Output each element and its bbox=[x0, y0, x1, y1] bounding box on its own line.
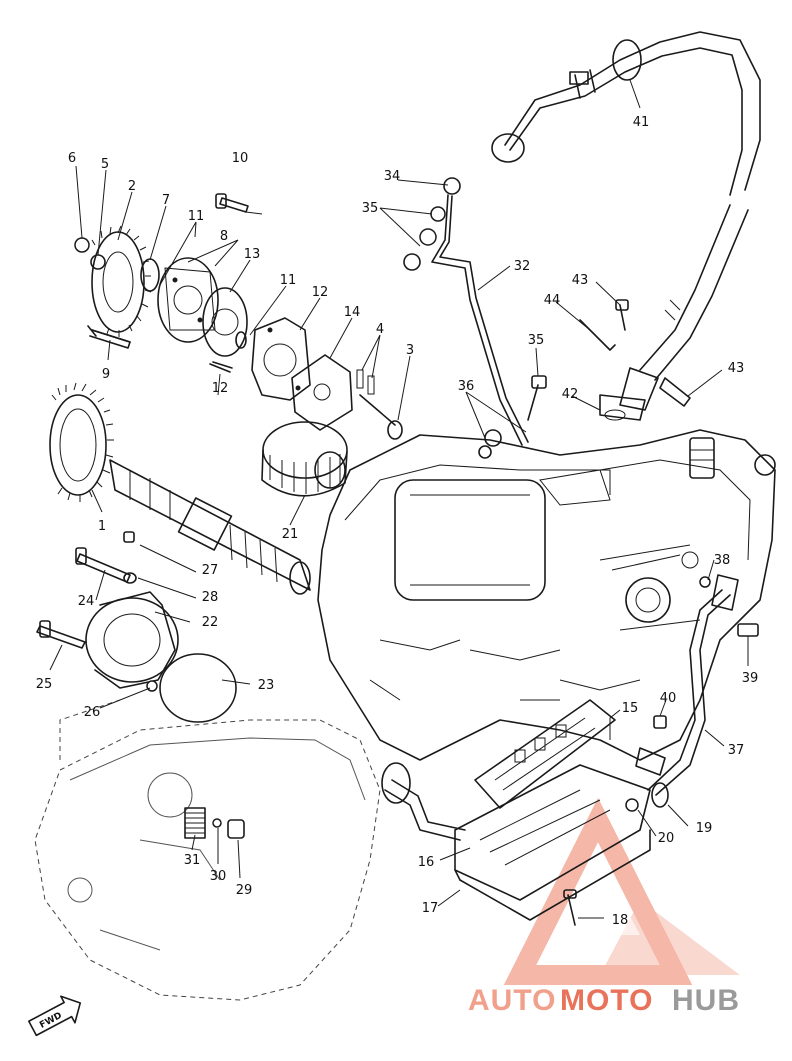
callout-11-left: 11 bbox=[188, 209, 205, 224]
callout-24: 23 bbox=[258, 678, 275, 693]
callout-31: 30 bbox=[210, 869, 227, 884]
oil-cooler-plate bbox=[381, 699, 669, 926]
callout-39: 40 bbox=[660, 691, 677, 706]
callout-9: 9 bbox=[102, 367, 110, 382]
watermark-text-auto: AUTO bbox=[468, 984, 556, 1017]
callout-10: 10 bbox=[232, 151, 249, 166]
watermark-triangle-icon bbox=[503, 797, 740, 985]
oil-filter-assembly bbox=[261, 354, 403, 497]
oil-pump-assembly bbox=[140, 257, 311, 401]
callout-8: 8 bbox=[220, 229, 228, 244]
callout-16: 15 bbox=[622, 701, 639, 716]
callout-41: 42 bbox=[562, 387, 579, 402]
callout-28: 27 bbox=[202, 563, 219, 578]
callout-18: 17 bbox=[422, 901, 439, 916]
callout-25: 24 bbox=[78, 594, 95, 609]
forward-direction-icon: FWD bbox=[28, 995, 82, 1037]
oil-delivery-pipe bbox=[403, 177, 547, 459]
callout-26: 25 bbox=[36, 677, 53, 692]
callout-42: 43 bbox=[572, 273, 589, 288]
callout-2: 2 bbox=[128, 179, 136, 194]
callout-35-top: 35 bbox=[362, 201, 379, 216]
callout-34-mid: 35 bbox=[528, 333, 545, 348]
callout-1: 1 bbox=[98, 519, 106, 534]
callout-5: 5 bbox=[101, 157, 109, 172]
callout-33: 32 bbox=[514, 259, 531, 274]
callout-3: 3 bbox=[406, 343, 414, 358]
callout-37: 38 bbox=[714, 553, 731, 568]
callout-34-top: 34 bbox=[384, 169, 401, 184]
callout-36: 37 bbox=[728, 743, 745, 758]
callout-38: 39 bbox=[742, 671, 759, 686]
pump-drive-gear bbox=[74, 225, 152, 337]
callout-labels: 6 5 2 7 10 11 8 13 11 12 14 4 3 9 12 1 2… bbox=[36, 115, 759, 928]
callout-20: 19 bbox=[696, 821, 713, 836]
callout-43: 43 bbox=[728, 361, 745, 376]
watermark-logo: AUTO MOTO HUB bbox=[468, 984, 740, 1017]
callout-22: 21 bbox=[282, 527, 299, 542]
callout-14: 13 bbox=[244, 247, 261, 262]
callout-7: 7 bbox=[162, 193, 170, 208]
callout-32: 31 bbox=[184, 853, 201, 868]
callout-44: 44 bbox=[544, 293, 561, 308]
breather-hose bbox=[491, 31, 761, 421]
watermark-text-moto: MOTO bbox=[560, 984, 653, 1017]
callout-13: 12 bbox=[212, 381, 229, 396]
leader-lines bbox=[49, 79, 749, 919]
crankcase-cover-outline bbox=[34, 699, 381, 1001]
callout-30: 29 bbox=[236, 883, 253, 898]
callout-23: 22 bbox=[202, 615, 219, 630]
callout-21: 20 bbox=[658, 831, 675, 846]
callout-29: 28 bbox=[202, 590, 219, 605]
relief-valve bbox=[184, 807, 245, 839]
callout-19: 18 bbox=[612, 913, 629, 928]
callout-15: 14 bbox=[344, 305, 361, 320]
callout-6: 6 bbox=[68, 151, 76, 166]
drive-shaft-assembly bbox=[49, 382, 311, 595]
callout-17: 16 bbox=[418, 855, 435, 870]
callout-4: 4 bbox=[376, 322, 384, 337]
callout-40: 41 bbox=[633, 115, 650, 130]
watermark-text-hub: HUB bbox=[672, 984, 740, 1017]
callout-11-right: 11 bbox=[280, 273, 297, 288]
callout-35-mid: 36 bbox=[458, 379, 475, 394]
callout-12: 12 bbox=[312, 285, 329, 300]
crankcase bbox=[317, 429, 776, 761]
callout-27: 26 bbox=[84, 705, 101, 720]
strainer-assembly bbox=[36, 531, 237, 723]
